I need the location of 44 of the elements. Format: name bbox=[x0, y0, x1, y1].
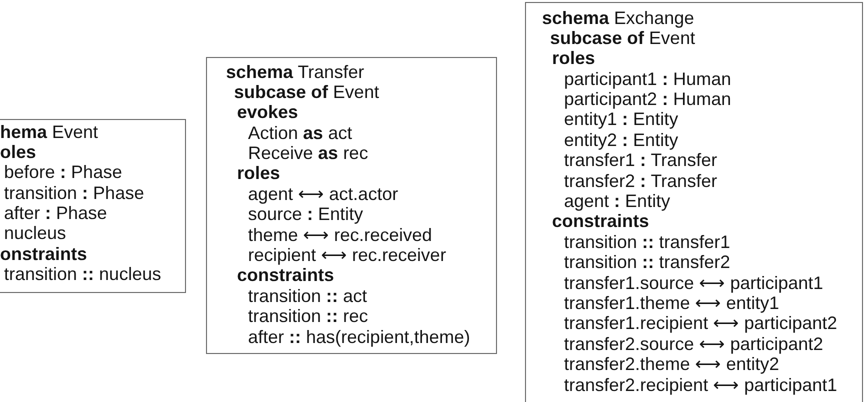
entry-line: agent : Entity bbox=[564, 191, 670, 212]
entry-line: participant1 : Human bbox=[564, 68, 732, 90]
schema-heading: schema Exchange bbox=[542, 8, 694, 28]
entry-line: transfer1 : Transfer bbox=[564, 150, 718, 171]
entry-line: transfer2.recipient ⟷ participant1 bbox=[564, 374, 838, 395]
entry-line: participant2 : Human bbox=[564, 89, 732, 110]
entry-line: transfer1.source ⟷ participant1 bbox=[564, 272, 824, 293]
entry-line: transfer2.source ⟷ participant2 bbox=[564, 334, 824, 354]
subcase-line: subcase of Event bbox=[234, 82, 380, 102]
entry-line: transition : Phase bbox=[4, 182, 144, 204]
section-heading: constraints bbox=[237, 265, 334, 286]
schema-box bbox=[525, 2, 863, 402]
entry-line: Receive as rec bbox=[248, 143, 368, 164]
section-heading: onstraints bbox=[0, 244, 88, 264]
section-heading: constraints bbox=[552, 211, 650, 232]
schema-box bbox=[0, 119, 186, 293]
subcase-line: subcase of Event bbox=[550, 28, 696, 48]
section-heading: roles bbox=[237, 163, 280, 184]
entry-line: recipient ⟷ rec.receiver bbox=[248, 245, 446, 266]
schema-heading: schema Transfer bbox=[226, 62, 364, 82]
entry-line: Action as act bbox=[248, 122, 352, 144]
entry-line: agent ⟷ act.actor bbox=[248, 184, 398, 204]
entry-line: transition :: nucleus bbox=[4, 264, 162, 285]
entry-line: transfer1.theme ⟷ entity1 bbox=[564, 292, 780, 314]
section-heading: oles bbox=[0, 142, 36, 162]
entry-line: transition :: act bbox=[248, 286, 368, 306]
entry-line: transfer1.recipient ⟷ participant2 bbox=[564, 313, 838, 334]
entry-line: before : Phase bbox=[4, 162, 122, 183]
entry-line: transition :: transfer2 bbox=[564, 252, 730, 273]
entry-line: transition :: transfer1 bbox=[564, 232, 730, 252]
entry-line: transition :: rec bbox=[248, 306, 368, 327]
entry-line: entity1 : Entity bbox=[564, 109, 678, 130]
entry-line: theme ⟷ rec.received bbox=[248, 224, 432, 246]
entry-line: transfer2 : Transfer bbox=[564, 170, 718, 192]
entry-line: nucleus bbox=[4, 223, 66, 244]
section-heading: roles bbox=[552, 48, 596, 69]
entry-line: after :: has(recipient,theme) bbox=[248, 326, 470, 347]
entry-line: entity2 : Entity bbox=[564, 130, 678, 150]
entry-line: transfer2.theme ⟷ entity2 bbox=[564, 354, 780, 375]
entry-line: source : Entity bbox=[248, 204, 364, 225]
schema-heading: hema Event bbox=[0, 122, 98, 142]
section-heading: evokes bbox=[237, 102, 298, 123]
entry-line: after : Phase bbox=[4, 203, 108, 224]
schema-box bbox=[206, 57, 497, 354]
